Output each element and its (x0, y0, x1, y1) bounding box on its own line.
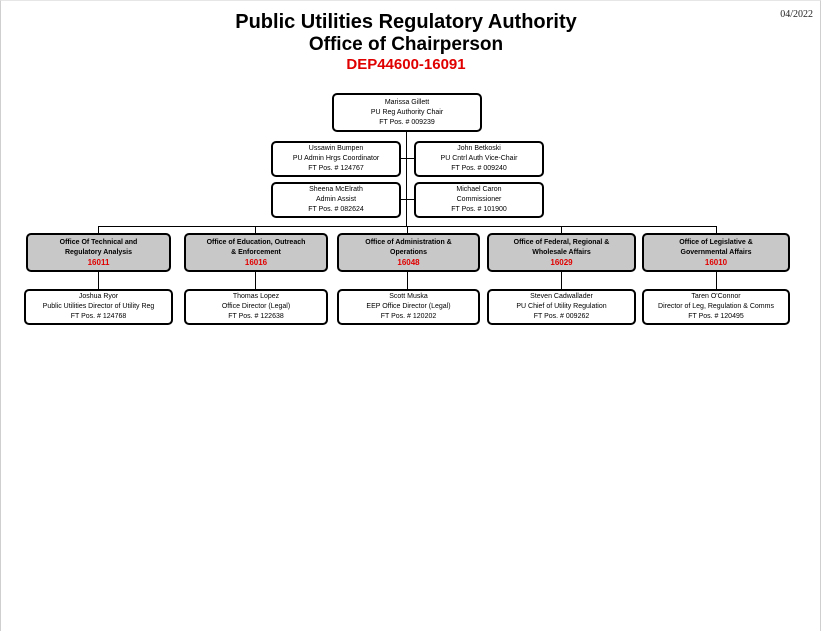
head-name: Steven Cadwallader (530, 293, 593, 300)
office-code: 16029 (550, 257, 573, 267)
office-name-line1: Office Of Technical and (59, 238, 138, 246)
head-name: Taren O'Connor (691, 293, 741, 300)
connector-head-3 (407, 271, 408, 290)
head-position: FT Pos. # 120202 (380, 313, 437, 320)
head-name: Joshua Ryor (78, 293, 119, 300)
head-box-legislative: Taren O'Connor Director of Leg, Regulati… (642, 289, 790, 325)
office-box-administration: Office of Administration & Operations 16… (337, 233, 480, 272)
office-name-line2: Wholesale Affairs (532, 248, 591, 256)
connector-head-2 (255, 271, 256, 290)
agency-title: Public Utilities Regulatory Authority (235, 11, 577, 33)
office-box-education: Office of Education, Outreach & Enforcem… (184, 233, 328, 272)
staff-position: FT Pos. # 124767 (308, 165, 364, 172)
office-title: Office of Chairperson (308, 34, 504, 55)
staff-box-admin-assist: Sheena McElrath Admin Assist FT Pos. # 0… (271, 182, 401, 218)
head-name: Thomas Lopez (232, 293, 280, 300)
head-name: Scott Muska (389, 293, 428, 300)
office-name-line1: Office of Administration & (365, 238, 452, 246)
connector-office-4 (561, 226, 562, 234)
connector-head-5 (716, 271, 717, 290)
connector-chair-to-vicechair (406, 158, 415, 159)
chair-position: FT Pos. # 009239 (379, 118, 435, 126)
office-name-line1: Office of Legislative & (679, 238, 753, 246)
office-code: 16011 (87, 257, 110, 267)
connector-chair-down (406, 131, 407, 226)
head-position: FT Pos. # 120495 (688, 313, 744, 320)
head-position: FT Pos. # 124768 (70, 313, 127, 320)
staff-position: FT Pos. # 009240 (451, 165, 507, 172)
office-code: 16010 (704, 257, 728, 267)
office-code: 16048 (397, 257, 420, 267)
staff-title: PU Cntrl Auth Vice-Chair (440, 155, 518, 162)
office-name-line2: & Enforcement (231, 248, 281, 256)
staff-position: FT Pos. # 101900 (451, 206, 507, 213)
head-title: PU Chief of Utility Regulation (516, 303, 607, 310)
head-position: FT Pos. # 009262 (533, 313, 590, 320)
staff-name: John Betkoski (457, 145, 501, 152)
chair-box: Marissa Gillett PU Reg Authority Chair F… (332, 93, 482, 132)
head-position: FT Pos. # 122638 (228, 313, 284, 320)
office-box-federal: Office of Federal, Regional & Wholesale … (487, 233, 636, 272)
staff-position: FT Pos. # 082624 (308, 206, 364, 213)
head-title: Public Utilities Director of Utility Reg (42, 303, 155, 310)
connector-head-1 (98, 271, 99, 290)
department-code: DEP44600-16091 (346, 56, 466, 73)
connector-head-4 (561, 271, 562, 290)
staff-name: Ussawin Bumpen (308, 145, 364, 152)
staff-box-admin-hrgs: Ussawin Bumpen PU Admin Hrgs Coordinator… (271, 141, 401, 177)
revision-date: 04/2022 (780, 9, 813, 20)
chair-name: Marissa Gillett (384, 98, 430, 106)
connector-office-1 (98, 226, 99, 234)
office-name-line2: Operations (390, 248, 427, 256)
connector-chair-to-commissioner (406, 199, 415, 200)
connector-office-5 (716, 226, 717, 234)
connector-office-3 (407, 226, 408, 234)
office-box-legislative: Office of Legislative & Governmental Aff… (642, 233, 790, 272)
chair-title: PU Reg Authority Chair (370, 108, 444, 116)
staff-title: Commissioner (456, 196, 502, 203)
connector-chair-to-adminhrgs (400, 158, 407, 159)
head-box-education: Thomas Lopez Office Director (Legal) FT … (184, 289, 328, 325)
staff-box-vice-chair: John Betkoski PU Cntrl Auth Vice-Chair F… (414, 141, 544, 177)
head-box-technical: Joshua Ryor Public Utilities Director of… (24, 289, 173, 325)
staff-title: Admin Assist (315, 196, 357, 203)
office-name-line2: Governmental Affairs (680, 248, 752, 256)
connector-office-2 (255, 226, 256, 234)
staff-name: Sheena McElrath (309, 186, 363, 193)
head-title: EEP Office Director (Legal) (366, 303, 451, 310)
staff-box-commissioner: Michael Caron Commissioner FT Pos. # 101… (414, 182, 544, 218)
connector-chair-to-adminassist (400, 199, 407, 200)
office-box-technical: Office Of Technical and Regulatory Analy… (26, 233, 171, 272)
staff-name: Michael Caron (456, 186, 502, 193)
head-box-federal: Steven Cadwallader PU Chief of Utility R… (487, 289, 636, 325)
office-code: 16016 (244, 257, 268, 267)
staff-title: PU Admin Hrgs Coordinator (292, 155, 380, 162)
head-title: Office Director (Legal) (221, 303, 291, 310)
head-title: Director of Leg, Regulation & Comms (658, 303, 774, 310)
office-name-line1: Office of Education, Outreach (206, 238, 306, 246)
head-box-administration: Scott Muska EEP Office Director (Legal) … (337, 289, 480, 325)
office-name-line2: Regulatory Analysis (64, 248, 133, 256)
office-name-line1: Office of Federal, Regional & (513, 238, 610, 246)
